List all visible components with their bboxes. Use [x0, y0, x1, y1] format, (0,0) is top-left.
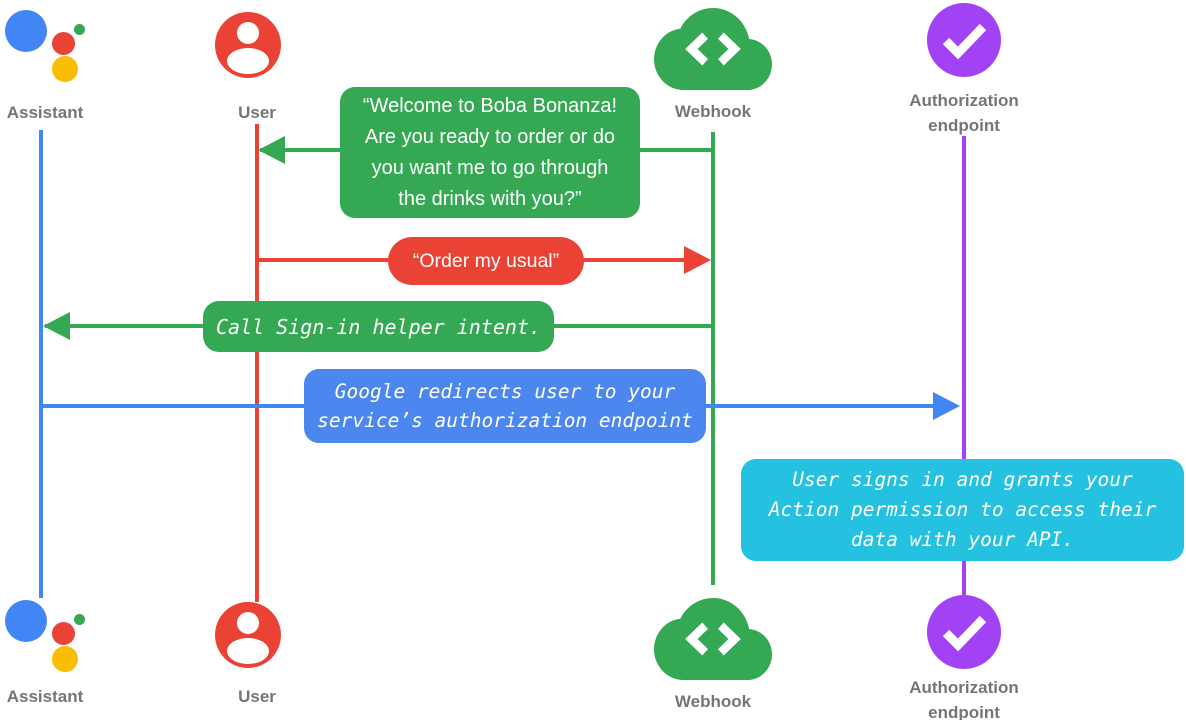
- assistant-yellow-dot: [52, 646, 78, 672]
- message-signin-bubble: Call Sign-in helper intent.: [203, 301, 554, 352]
- webhook-lifeline: [711, 132, 715, 585]
- message-order-bubble: “Order my usual”: [388, 237, 584, 285]
- message-redirect-text: Google redirects user to your service’s …: [317, 380, 693, 432]
- cloud-code-icon: [654, 8, 772, 90]
- message-grants-text: User signs in and grants your Action per…: [768, 468, 1157, 551]
- arrowhead-right-icon: [684, 246, 711, 274]
- assistant-green-dot: [74, 24, 85, 35]
- checkmark-circle-icon: [927, 3, 1001, 77]
- message-redirect-bubble: Google redirects user to your service’s …: [304, 369, 706, 443]
- assistant-red-dot: [52, 32, 75, 55]
- user-head-shape: [237, 612, 259, 634]
- user-body-shape: [227, 638, 269, 664]
- user-label-bottom: User: [238, 687, 276, 706]
- assistant-yellow-dot: [52, 56, 78, 82]
- auth-label-bottom: Authorization endpoint: [909, 678, 1019, 720]
- message-welcome-text: “Welcome to Boba Bonanza! Are you ready …: [362, 94, 618, 210]
- message-order-text: “Order my usual”: [412, 249, 560, 272]
- assistant-blue-dot: [5, 600, 47, 642]
- auth-endpoint-lifeline: [962, 136, 966, 595]
- auth-label-top: Authorization endpoint: [909, 91, 1019, 135]
- google-assistant-icon: [0, 598, 90, 678]
- assistant-blue-dot: [5, 10, 47, 52]
- message-signin-text: Call Sign-in helper intent.: [215, 314, 542, 339]
- assistant-lifeline: [39, 130, 43, 598]
- cloud-code-icon: [654, 598, 772, 680]
- checkmark-circle-icon: [927, 595, 1001, 669]
- arrowhead-left-icon: [258, 136, 285, 164]
- user-label-top: User: [238, 103, 276, 122]
- google-assistant-icon: [0, 8, 90, 88]
- message-grants-bubble: User signs in and grants your Action per…: [741, 459, 1184, 561]
- user-body-shape: [227, 48, 269, 74]
- assistant-label-top: Assistant: [6, 103, 84, 122]
- arrowhead-right-icon: [933, 392, 960, 420]
- assistant-green-dot: [74, 614, 85, 625]
- user-icon: [215, 12, 281, 78]
- webhook-label-bottom: Webhook: [674, 692, 752, 711]
- assistant-label-bottom: Assistant: [6, 687, 84, 706]
- user-head-shape: [237, 22, 259, 44]
- assistant-red-dot: [52, 622, 75, 645]
- webhook-label-top: Webhook: [674, 102, 752, 121]
- user-icon: [215, 602, 281, 668]
- user-lifeline: [255, 124, 259, 602]
- arrowhead-left-icon: [43, 312, 70, 340]
- message-welcome-bubble: “Welcome to Boba Bonanza! Are you ready …: [340, 87, 640, 218]
